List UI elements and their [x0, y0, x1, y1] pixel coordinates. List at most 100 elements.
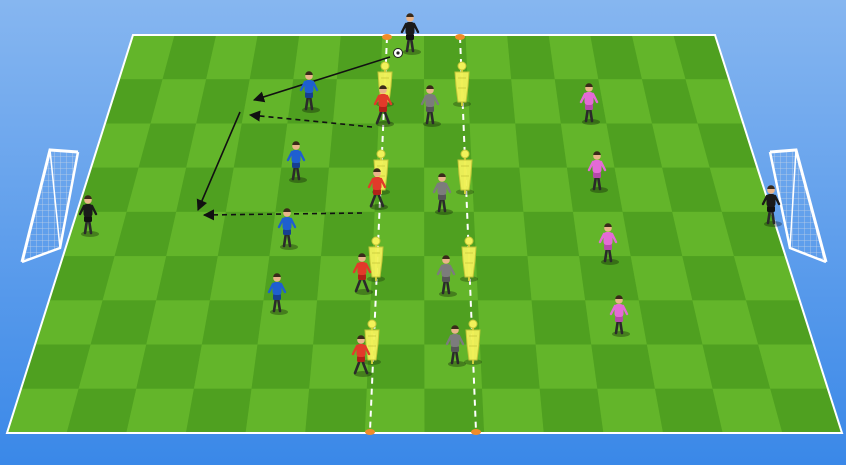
grass-tile	[630, 256, 693, 301]
grass-tile	[597, 388, 664, 433]
grass-tile	[225, 167, 282, 212]
pitch-stripes	[7, 35, 842, 433]
players	[78, 13, 782, 377]
grass-tile	[733, 256, 800, 301]
grass-tile	[269, 211, 326, 257]
mannequin	[453, 61, 471, 107]
player-pink	[579, 83, 600, 125]
cone	[365, 429, 375, 435]
grass-tile	[746, 300, 814, 345]
grass-tile	[185, 388, 252, 433]
cone	[455, 34, 465, 40]
grass-tile	[186, 123, 242, 168]
grass-tile	[119, 35, 175, 80]
grass-tile	[328, 123, 379, 168]
cone	[471, 429, 481, 435]
grass-tile	[672, 211, 734, 257]
grass-tile	[336, 35, 383, 80]
grass-tile	[685, 79, 744, 124]
grass-tile	[193, 344, 258, 389]
grass-tile	[35, 300, 103, 345]
grass-tile	[591, 344, 655, 389]
goal-left	[20, 148, 80, 264]
player-red	[352, 253, 373, 295]
grass-tile	[573, 211, 631, 257]
grass-tile	[692, 300, 759, 345]
player-blue	[277, 208, 298, 250]
grass-tile	[126, 388, 194, 433]
grass-tile	[473, 211, 528, 257]
ball	[393, 48, 403, 58]
grass-tile	[63, 211, 127, 257]
grass-tile	[313, 300, 371, 345]
grass-tile	[102, 256, 167, 301]
grass-tile	[49, 256, 115, 301]
grass-tile	[631, 35, 686, 80]
grass-tile	[652, 123, 710, 168]
player-grey	[432, 173, 453, 215]
grass-tile	[598, 79, 653, 124]
grass-tile	[622, 211, 683, 257]
grass-tile	[548, 35, 599, 80]
grass-tile	[293, 35, 341, 80]
grass-tile	[638, 300, 703, 345]
grass-tile	[465, 35, 512, 80]
goalkeeper-right	[761, 185, 782, 227]
pitch-boundary-line	[5, 34, 844, 434]
grass-tile	[654, 388, 723, 433]
grass-tile	[471, 167, 524, 212]
player-pink	[609, 295, 630, 337]
grass-tile	[325, 167, 377, 212]
grass-tile	[21, 344, 91, 389]
grass-tile	[585, 300, 647, 345]
cones	[365, 34, 481, 435]
pass-arrow-from-coach	[252, 56, 391, 103]
grass-tile	[482, 388, 544, 433]
player-grey	[420, 85, 441, 127]
grass-tile	[114, 211, 177, 257]
grass-tile	[712, 388, 783, 433]
grass-tile	[606, 123, 663, 168]
grass-tile	[176, 167, 234, 212]
grass-tile	[477, 300, 536, 345]
movement-arrows	[196, 56, 391, 221]
grass-tile	[206, 35, 258, 80]
grass-tile	[475, 256, 532, 301]
mannequin	[464, 319, 482, 365]
grass-tile	[702, 344, 771, 389]
mannequin	[367, 236, 385, 282]
grass-tile	[673, 35, 730, 80]
grass-tile	[480, 344, 540, 389]
grass-tile	[150, 79, 207, 124]
grass-tile	[91, 123, 151, 168]
grass-tile	[364, 388, 425, 433]
grass-tile	[770, 388, 842, 433]
player-grey	[436, 255, 457, 297]
grass-tile	[138, 123, 197, 168]
grass-tile	[78, 344, 147, 389]
grass-tile	[77, 167, 139, 212]
grass-tile	[539, 388, 604, 433]
grass-tile	[424, 35, 468, 80]
grass-tile	[535, 344, 598, 389]
goal-right	[768, 148, 828, 264]
grass-tile	[641, 79, 698, 124]
grass-tile	[372, 211, 425, 257]
grass-tile	[662, 167, 722, 212]
grass-tile	[424, 123, 472, 168]
player-pink	[587, 151, 608, 193]
goalkeeper-left	[78, 195, 99, 237]
grass-tile	[275, 167, 329, 212]
grass-tile	[467, 79, 516, 124]
grass-tile	[374, 167, 425, 212]
grass-tile	[241, 79, 294, 124]
grass-tile	[217, 211, 276, 257]
grass-tile	[511, 79, 561, 124]
grass-tile	[368, 300, 425, 345]
grass-tile	[233, 123, 288, 168]
grass-tile	[196, 79, 250, 124]
grass-tile	[366, 344, 425, 389]
grass-tile	[519, 167, 574, 212]
grass-tile	[531, 300, 592, 345]
grass-tile	[136, 344, 202, 389]
